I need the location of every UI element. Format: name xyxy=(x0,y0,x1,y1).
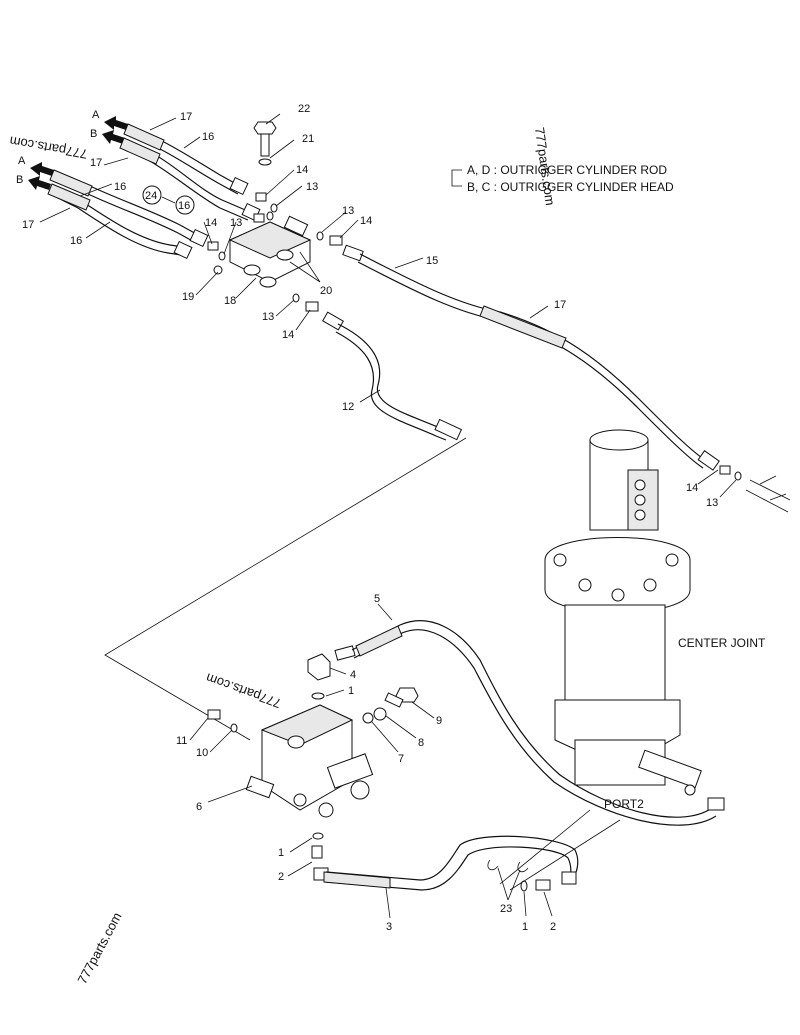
callout-22: 22 xyxy=(298,103,310,115)
upper-hoses xyxy=(47,123,261,260)
callout-12: 12 xyxy=(342,401,354,413)
callout-14: 14 xyxy=(296,164,308,176)
callout-14: 14 xyxy=(686,482,698,494)
callout-numbers: 22 21 17 16 17 14 13 17 16 24 16 14 13 1… xyxy=(22,103,718,933)
valve-body xyxy=(245,704,374,818)
callout-13: 13 xyxy=(262,311,274,323)
callout-5: 5 xyxy=(374,593,380,605)
callout-16: 16 xyxy=(70,235,82,247)
callout-16: 16 xyxy=(114,181,126,193)
callout-1: 1 xyxy=(278,847,284,859)
callout-17: 17 xyxy=(180,111,192,123)
arrow-icon xyxy=(102,130,125,144)
connector-line xyxy=(104,437,467,741)
callout-17: 17 xyxy=(22,219,34,231)
arrow-letter-a-lower: A xyxy=(18,155,26,167)
center-joint: CENTER JOINT PORT2 xyxy=(544,429,766,811)
callout-13: 13 xyxy=(342,205,354,217)
callout-24-number: 24 xyxy=(145,190,157,202)
hose-5 xyxy=(334,620,725,826)
callout-16: 16 xyxy=(202,131,214,143)
small-fittings xyxy=(207,192,343,312)
center-joint-label: CENTER JOINT xyxy=(678,636,766,650)
callout-13: 13 xyxy=(306,181,318,193)
callout-23: 23 xyxy=(500,903,512,915)
callout-24 xyxy=(142,185,195,215)
callout-11: 11 xyxy=(176,735,187,747)
port2-label: PORT2 xyxy=(604,797,644,811)
callout-1: 1 xyxy=(348,685,354,697)
arrow-icon xyxy=(104,116,128,130)
callout-7: 7 xyxy=(398,753,404,765)
arrow-icon xyxy=(28,176,51,190)
callout-3: 3 xyxy=(386,921,392,933)
callout-18: 18 xyxy=(224,295,236,307)
hose-15-17 xyxy=(342,244,791,513)
callout-6: 6 xyxy=(196,801,202,813)
callout-13: 13 xyxy=(230,217,242,229)
arrow-icon xyxy=(30,162,54,176)
legend: A, D : OUTRIGGER CYLINDER ROD B, C : OUT… xyxy=(451,163,674,194)
callout-10: 10 xyxy=(196,747,208,759)
callout-16-circled: 16 xyxy=(178,200,190,212)
valve-fittings xyxy=(207,653,419,733)
callout-19: 19 xyxy=(182,291,194,303)
callout-17: 17 xyxy=(554,299,566,311)
callout-14: 14 xyxy=(282,329,294,341)
watermark-bottom-left: 777parts.com xyxy=(74,910,124,987)
leader-lines xyxy=(39,113,737,919)
callout-1: 1 xyxy=(522,921,528,933)
watermark-valve: 777parts.com xyxy=(204,670,283,711)
legend-line-1: A, D : OUTRIGGER CYLINDER ROD xyxy=(467,163,667,177)
callout-13: 13 xyxy=(706,497,718,509)
callout-14: 14 xyxy=(205,217,217,229)
arrow-letter-b-lower: B xyxy=(16,174,23,186)
callout-20: 20 xyxy=(320,285,332,297)
callout-14: 14 xyxy=(360,215,372,227)
arrow-letter-b-upper: B xyxy=(90,128,97,140)
callout-2: 2 xyxy=(550,921,556,933)
callout-17: 17 xyxy=(90,157,102,169)
arrow-letter-a-upper: A xyxy=(92,109,100,121)
callout-2: 2 xyxy=(278,871,284,883)
hose-3 xyxy=(311,809,621,892)
manifold-block xyxy=(228,121,312,288)
outrigger-arrows: A B A B xyxy=(16,109,128,190)
hose-12 xyxy=(322,311,463,441)
callout-21: 21 xyxy=(302,133,314,145)
callout-8: 8 xyxy=(418,737,424,749)
callout-4: 4 xyxy=(350,669,356,681)
callout-9: 9 xyxy=(436,715,442,727)
legend-line-2: B, C : OUTRIGGER CYLINDER HEAD xyxy=(467,180,674,194)
callout-15: 15 xyxy=(426,255,438,267)
